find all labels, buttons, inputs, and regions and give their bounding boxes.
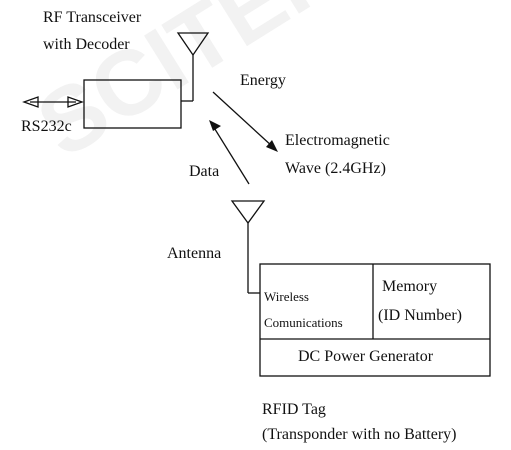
memory-label-line2: (ID Number) xyxy=(378,307,462,324)
reader-box xyxy=(83,79,182,129)
rs232c-arrow-left-icon xyxy=(22,96,39,108)
rs232c-label: RS232c xyxy=(21,118,72,135)
rs232c-arrow-right-icon xyxy=(67,96,84,108)
antenna-label: Antenna xyxy=(167,245,222,262)
data-arrow-line xyxy=(212,125,250,185)
wave-label-line1: Electromagnetic xyxy=(285,132,390,149)
power-generator-label: DC Power Generator xyxy=(298,348,434,365)
data-label: Data xyxy=(189,163,220,180)
reader-title-line2: with Decoder xyxy=(43,36,130,53)
tag-box xyxy=(259,263,491,377)
reader-antenna-icon xyxy=(176,32,210,57)
energy-arrow-line xyxy=(212,91,274,148)
tag-antenna-icon xyxy=(230,200,266,225)
wireless-label-line1: Wireless xyxy=(264,289,309,304)
wave-label-line2: Wave (2.4GHz) xyxy=(285,160,386,177)
data-arrowhead-icon xyxy=(209,120,221,131)
wireless-label-line2: Comunications xyxy=(264,315,343,330)
reader-title-line1: RF Transceiver xyxy=(43,9,142,26)
tag-caption-line1: RFID Tag xyxy=(262,401,326,418)
memory-label-line1: Memory xyxy=(382,278,438,295)
energy-arrowhead-icon xyxy=(266,140,278,152)
tag-caption-line2: (Transponder with no Battery) xyxy=(262,426,457,443)
energy-label: Energy xyxy=(240,72,286,89)
